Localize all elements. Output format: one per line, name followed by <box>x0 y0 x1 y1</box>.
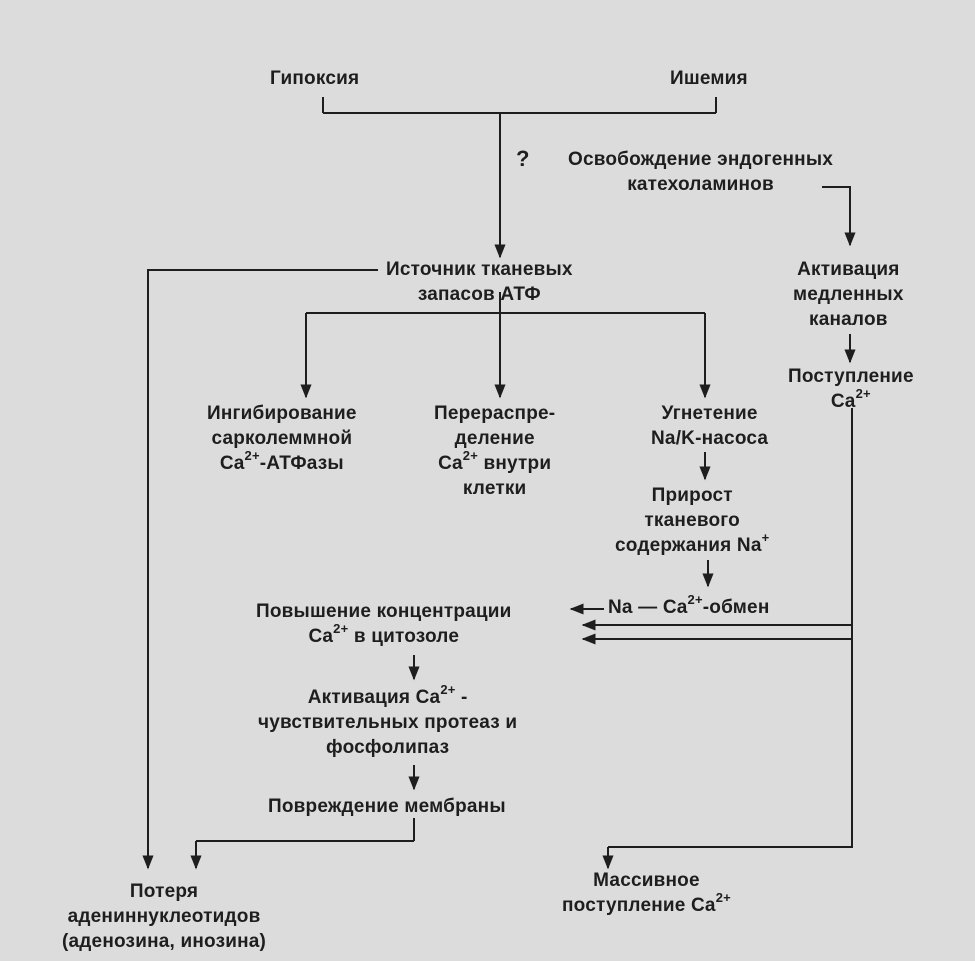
left-long-line <box>142 269 378 870</box>
slow-channels-line-3: каналов <box>809 309 888 330</box>
membrane-damage-node: Повреждение мембраны <box>268 796 506 817</box>
catecholamine-line-1: Освобождение эндогенных <box>568 149 834 170</box>
ca-symbol: Ca <box>219 453 245 474</box>
na-charge: + <box>761 529 770 545</box>
massive-line-2: поступление Ca2+ <box>562 889 731 918</box>
atp-source-line-2: запасов АТФ <box>417 284 541 305</box>
loss-line-2: адениннуклеотидов <box>67 906 261 927</box>
protease-prefix: Активация Ca <box>307 687 441 708</box>
massive-line-1: Массивное <box>593 870 700 891</box>
ca-charge: 2+ <box>333 620 349 636</box>
right-vertical-line <box>608 408 853 848</box>
protease-line-2: чувствительных протеаз и <box>258 712 518 733</box>
ca-charge: 2+ <box>687 591 703 607</box>
loss-line-3: (аденозина, инозина) <box>62 931 267 952</box>
ca-symbol: Ca <box>308 626 334 647</box>
ca-charge: 2+ <box>715 889 731 905</box>
calcium-entry-line-2: Ca2+ <box>788 385 914 414</box>
redistribution-line-1: Перераспре- <box>434 403 556 424</box>
catecholamine-connector <box>822 186 856 247</box>
cytosol-calcium-node: Повышение концентрации Ca2+ в цитозоле <box>256 599 512 649</box>
atpase-suffix: -АТФазы <box>259 453 344 474</box>
pump-line-1: Угнетение <box>661 403 758 424</box>
atp-source-node: Источник тканевых запасов АТФ <box>386 257 573 307</box>
redistribution-suffix: внутри <box>478 453 552 474</box>
cytosol-line-1: Повышение концентрации <box>256 601 512 622</box>
massive-calcium-node: Массивное поступление Ca2+ <box>562 868 731 918</box>
slow-channels-line-1: Активация <box>797 259 900 280</box>
redistribution-line-2: деление <box>454 428 535 449</box>
sodium-gain-text: содержания Na <box>615 535 762 556</box>
atpase-line-2: сарколеммной <box>211 428 353 449</box>
protease-suffix: - <box>455 687 468 708</box>
cytosol-suffix: в цитозоле <box>348 626 460 647</box>
calcium-entry-node: Поступление Ca2+ <box>788 364 914 414</box>
ca-charge: 2+ <box>855 385 871 401</box>
loss-line-1: Потеря <box>129 881 199 902</box>
atp-source-line-1: Источник тканевых <box>386 259 573 280</box>
protease-line-1: Активация Ca2+ - <box>258 681 517 710</box>
sodium-gain-line-3: содержания Na+ <box>615 529 770 558</box>
massive-text: поступление Ca <box>562 895 716 916</box>
pump-inhibition-node: Угнетение Na/K-насоса <box>651 401 768 451</box>
na-ca-exchange-node: Na — Ca2+-обмен <box>608 591 770 620</box>
calcium-entry-line-1: Поступление <box>788 366 914 387</box>
pump-line-2: Na/K-насоса <box>651 428 769 449</box>
ca-charge: 2+ <box>244 447 260 463</box>
nucleotide-loss-node: Потеря адениннуклеотидов (аденозина, ино… <box>62 879 266 954</box>
atpase-inhibition-node: Ингибирование сарколеммной Ca2+-АТФазы <box>207 401 357 476</box>
atpase-line-1: Ингибирование <box>207 403 357 424</box>
exchange-prefix: Na — Ca <box>608 597 688 618</box>
sodium-gain-node: Прирост тканевого содержания Na+ <box>615 483 769 558</box>
sodium-gain-line-2: тканевого <box>644 510 740 531</box>
protease-activation-node: Активация Ca2+ - чувствительных протеаз … <box>258 681 518 760</box>
catecholamine-line-2: катехоламинов <box>627 174 774 195</box>
hypoxia-node: Гипоксия <box>270 68 360 89</box>
exchange-suffix: -обмен <box>702 597 770 618</box>
unknown-link-mark: ? <box>516 146 530 171</box>
redistribution-line-3: Ca2+ внутри <box>434 447 555 476</box>
ca-charge: 2+ <box>462 447 478 463</box>
calcium-redistribution-node: Перераспре- деление Ca2+ внутри клетки <box>434 401 555 501</box>
ischemia-node: Ишемия <box>670 68 748 89</box>
redistribution-line-4: клетки <box>462 478 527 499</box>
sodium-gain-line-1: Прирост <box>651 485 733 506</box>
slow-channels-node: Активация медленных каналов <box>793 257 904 332</box>
catecholamine-release-node: Освобождение эндогенных катехоламинов <box>568 147 833 197</box>
slow-channels-line-2: медленных <box>793 284 904 305</box>
atpase-line-3: Ca2+-АТФазы <box>207 447 357 476</box>
ca-symbol: Ca <box>830 391 856 412</box>
protease-line-3: фосфолипаз <box>326 737 450 758</box>
ca-charge: 2+ <box>440 681 456 697</box>
cytosol-line-2: Ca2+ в цитозоле <box>256 620 512 649</box>
ca-symbol: Ca <box>438 453 463 474</box>
